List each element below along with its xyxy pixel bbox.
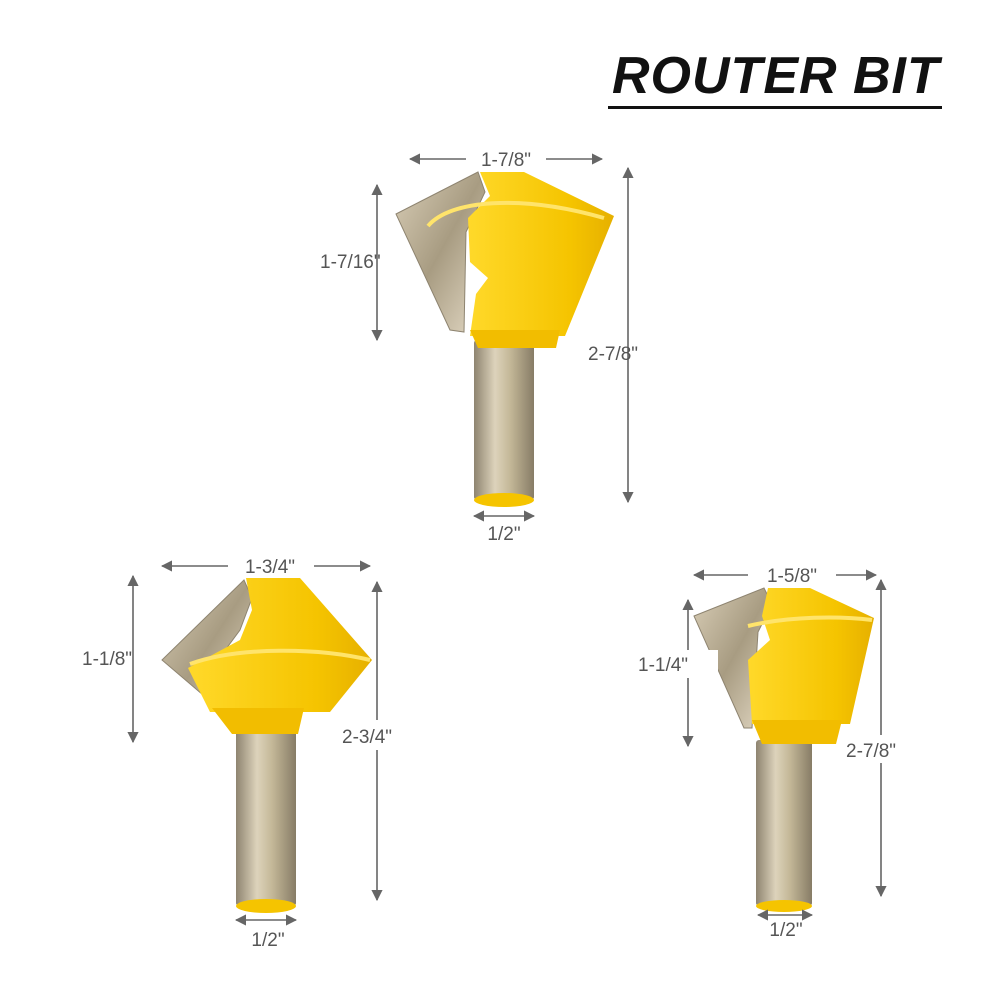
bottom-left-bit-width-label: 1-3/4" bbox=[245, 557, 295, 578]
top-bit-shank-label: 1/2" bbox=[487, 524, 520, 545]
bottom-right-bit-cutting-height-label: 1-1/4" bbox=[638, 655, 688, 676]
title-underline bbox=[608, 106, 942, 109]
bottom-left-bit-shank-label: 1/2" bbox=[251, 930, 284, 951]
top-bit-yellow-body bbox=[426, 172, 614, 348]
bottom-left-bit-shank bbox=[236, 728, 296, 913]
bottom-left-bit-cutting-height-label: 1-1/8" bbox=[82, 649, 132, 670]
bottom-right-bit-yellow-body bbox=[747, 588, 874, 744]
top-bit-length-label: 2-7/8" bbox=[588, 344, 638, 365]
bottom-right-bit-shank bbox=[756, 740, 812, 912]
dimension-labels: 1-7/8" 1-7/16" 2-7/8" 1/2" 1-3/4" 1-1/8"… bbox=[82, 147, 928, 951]
top-bit bbox=[395, 171, 614, 507]
bottom-right-bit-width-label: 1-5/8" bbox=[767, 566, 817, 587]
bottom-left-bit-yellow-body bbox=[188, 578, 372, 734]
bottom-right-bit-shank-label: 1/2" bbox=[769, 920, 802, 941]
bottom-left-bit-length-label: 2-3/4" bbox=[342, 727, 392, 748]
top-bit-cutting-height-label: 1-7/16" bbox=[320, 252, 381, 273]
page-title: ROUTER BIT bbox=[612, 47, 940, 105]
bottom-left-bit bbox=[161, 578, 372, 913]
top-bit-shank bbox=[474, 340, 534, 507]
bottom-right-bit bbox=[693, 587, 874, 912]
top-bit-carbide-blade bbox=[395, 171, 486, 333]
bottom-right-bit-length-label: 2-7/8" bbox=[846, 741, 896, 762]
top-bit-width-label: 1-7/8" bbox=[481, 150, 531, 171]
